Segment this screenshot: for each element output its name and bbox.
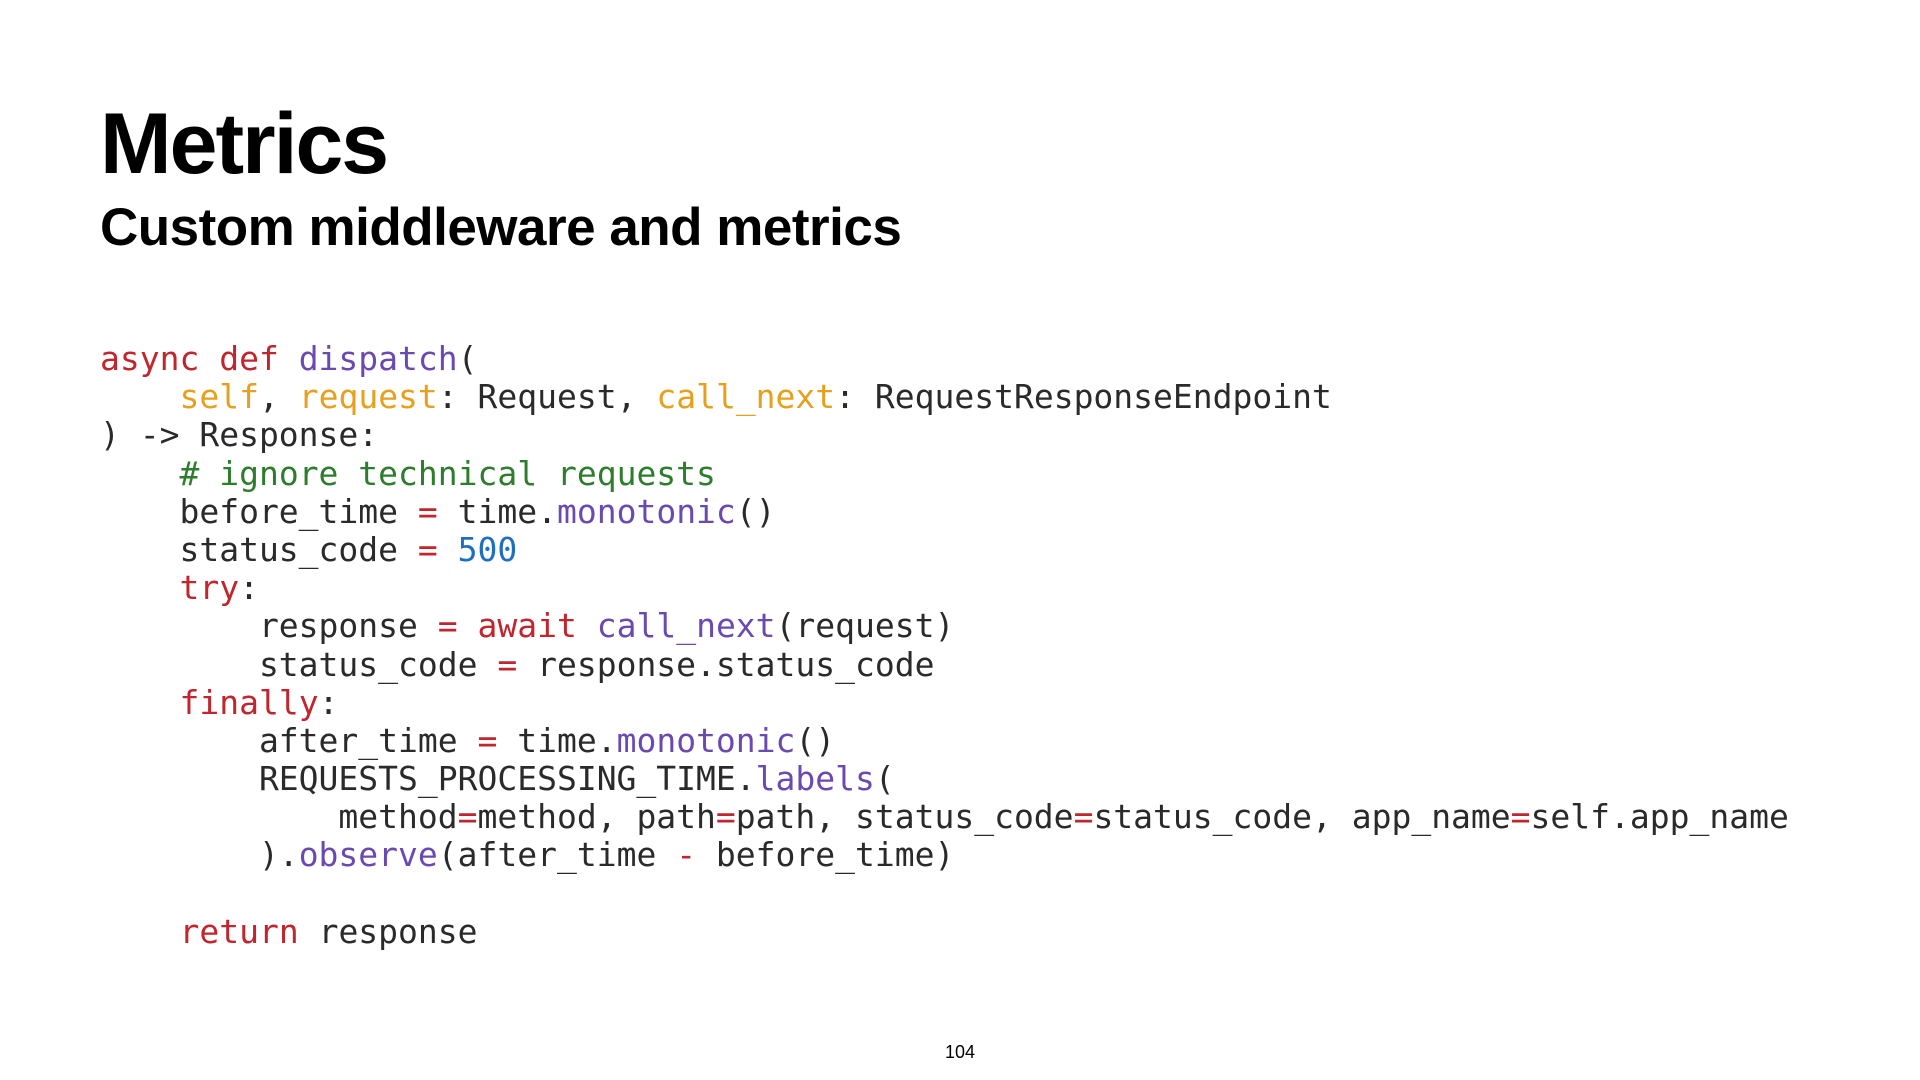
code-token-function: monotonic: [556, 491, 736, 531]
code-token-plain: response.status_code: [517, 644, 935, 684]
slide-subtitle: Custom middleware and metrics: [100, 198, 902, 257]
code-block: async def dispatch( self, request: Reque…: [100, 339, 1789, 951]
code-line: try:: [100, 569, 1789, 607]
code-token-keyword: return: [179, 911, 299, 951]
code-line: finally:: [100, 682, 1789, 722]
code-line: ).observe(after_time - before_time): [100, 836, 1789, 874]
code-token-plain: status_code: [100, 644, 498, 684]
code-line: ) -> Response:: [100, 416, 1789, 454]
code-token-function: monotonic: [616, 720, 796, 760]
code-token-plain: [100, 454, 179, 493]
code-token-plain: : RequestResponseEndpoint: [835, 377, 1332, 417]
code-token-keyword: await: [477, 606, 577, 646]
code-token-plain: method: [100, 797, 458, 837]
code-token-operator: =: [477, 720, 498, 760]
code-token-operator: =: [457, 797, 478, 837]
code-token-operator: =: [1073, 797, 1094, 837]
code-token-plain: (request): [775, 606, 955, 646]
code-token-plain: (after_time: [437, 835, 677, 875]
code-token-operator: =: [497, 644, 518, 684]
code-token-plain: status_code: [100, 529, 418, 569]
code-token-plain: [438, 530, 458, 569]
code-token-plain: : Request,: [437, 377, 657, 417]
code-token-operator: =: [417, 491, 438, 531]
code-token-plain: ) -> Response:: [100, 415, 379, 455]
code-token-plain: ,: [258, 377, 299, 417]
code-token-plain: :: [239, 568, 259, 608]
page-number: 104: [944, 1042, 976, 1062]
code-line: REQUESTS_PROCESSING_TIME.labels(: [100, 759, 1789, 799]
code-line: response = await call_next(request): [100, 607, 1789, 645]
code-token-plain: before_time): [696, 835, 955, 875]
code-token-keyword: async def: [100, 339, 299, 378]
code-token-plain: [100, 683, 179, 722]
code-token-plain: after_time: [100, 720, 478, 760]
code-line: # ignore technical requests: [100, 453, 1789, 493]
code-token-plain: path, status_code: [735, 797, 1074, 837]
code-token-plain: (: [874, 759, 895, 799]
code-token-plain: self.app_name: [1530, 797, 1789, 837]
code-line: [100, 875, 1789, 913]
code-token-plain: time.: [437, 491, 557, 531]
code-token-number: 500: [457, 529, 518, 569]
code-token-function: observe: [298, 835, 438, 875]
code-token-plain: [100, 377, 179, 416]
code-token-plain: (): [795, 720, 836, 760]
code-token-function: call_next: [596, 606, 776, 646]
code-token-keyword: try: [179, 568, 240, 608]
code-token-plain: status_code, app_name: [1093, 797, 1511, 837]
code-token-function: dispatch: [298, 339, 458, 378]
code-line: self, request: Request, call_next: Reque…: [100, 378, 1789, 416]
code-token-param: call_next: [656, 377, 836, 417]
code-token-param: self: [179, 377, 259, 417]
code-token-plain: [100, 568, 179, 607]
code-line: before_time = time.monotonic(): [100, 491, 1789, 531]
code-line: after_time = time.monotonic(): [100, 720, 1789, 760]
code-token-function: labels: [755, 759, 875, 799]
code-token-operator: -: [676, 835, 697, 875]
code-token-operator: =: [417, 529, 438, 569]
code-token-keyword: finally: [179, 682, 319, 722]
code-token-plain: ).: [100, 835, 299, 875]
code-token-operator: =: [715, 797, 736, 837]
code-token-plain: before_time: [100, 491, 418, 531]
slide-title: Metrics: [100, 96, 389, 192]
code-line: return response: [100, 911, 1789, 951]
code-line: async def dispatch(: [100, 339, 1789, 378]
code-token-plain: response: [100, 606, 438, 646]
code-token-plain: method, path: [477, 797, 716, 837]
code-token-param: request: [298, 377, 438, 417]
code-line: method=method, path=path, status_code=st…: [100, 797, 1789, 837]
code-token-plain: [100, 912, 179, 951]
code-token-plain: REQUESTS_PROCESSING_TIME.: [100, 759, 756, 799]
code-token-operator: =: [1510, 797, 1531, 837]
code-token-plain: :: [318, 682, 339, 722]
code-token-plain: (): [735, 491, 776, 531]
code-token-plain: time.: [497, 720, 617, 760]
code-line: status_code = response.status_code: [100, 644, 1789, 684]
code-token-operator: =: [437, 606, 458, 646]
code-token-plain: [577, 606, 597, 645]
code-line: status_code = 500: [100, 529, 1789, 569]
code-token-comment: # ignore technical requests: [179, 453, 716, 493]
code-token-plain: [458, 606, 478, 645]
code-token-plain: (: [457, 339, 478, 378]
code-token-plain: response: [298, 911, 478, 951]
